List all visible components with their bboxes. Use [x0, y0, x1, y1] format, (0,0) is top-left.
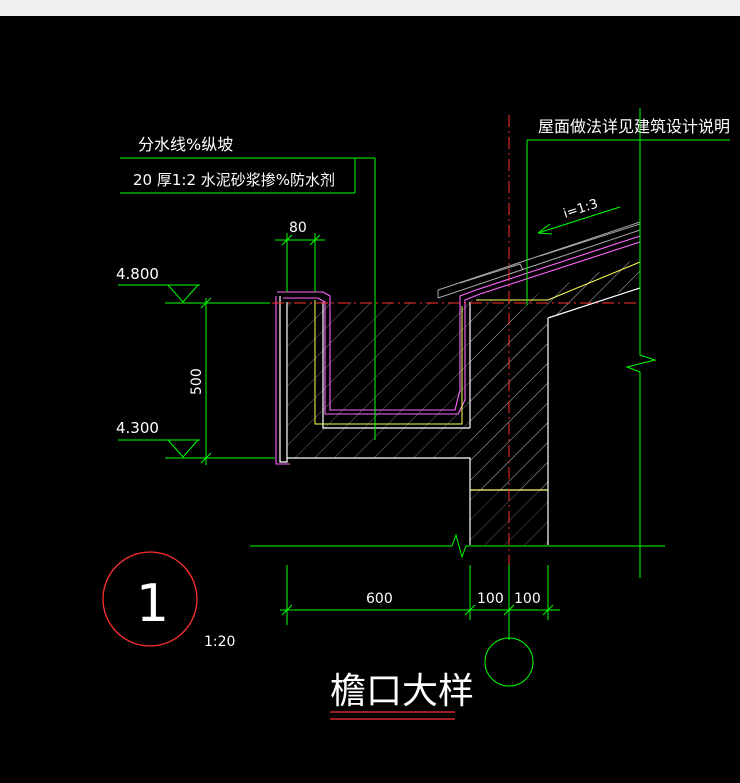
- elevation-top: 4.800: [116, 265, 159, 283]
- drain-line-note: 分水线%纵坡: [138, 135, 233, 154]
- axis-lines: [250, 115, 640, 640]
- dim-width-100-a: 100: [477, 591, 504, 607]
- dimension-lines: [118, 108, 730, 687]
- dim-width-100-b: 100: [514, 591, 541, 607]
- roof-tiles: [437, 221, 641, 299]
- concrete-hatch: [287, 258, 640, 545]
- title-underline: [330, 711, 455, 720]
- viewer-top-bar: [0, 0, 740, 16]
- detail-bubble: [102, 551, 198, 647]
- roof-note: 屋面做法详见建筑设计说明: [538, 117, 730, 136]
- waterproof-layer: [275, 235, 641, 465]
- dim-top-width: 80: [289, 220, 307, 236]
- detail-title: 檐口大样: [330, 671, 474, 712]
- dim-height: 500: [189, 368, 205, 395]
- detail-scale: 1:20: [204, 634, 235, 650]
- slope-label: i=1:3: [562, 197, 600, 222]
- mortar-note: 20 厚1:2 水泥砂浆掺%防水剂: [133, 171, 335, 189]
- dim-width-600: 600: [366, 591, 393, 607]
- detail-number: 1: [136, 574, 169, 634]
- elevation-bottom: 4.300: [116, 419, 159, 437]
